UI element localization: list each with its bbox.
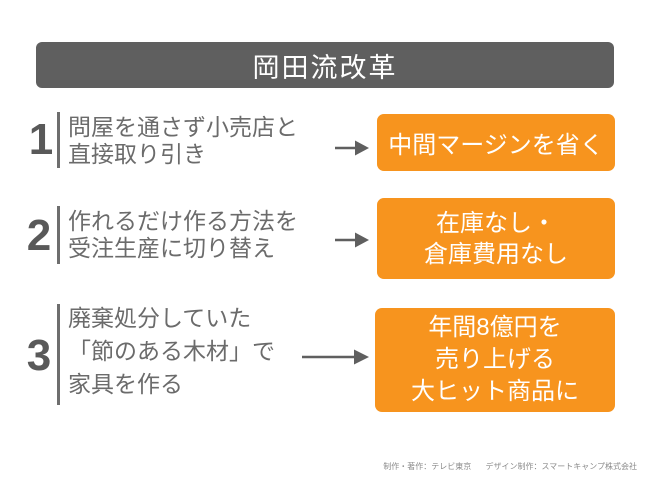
divider-line — [57, 304, 60, 405]
step-number: 1 — [28, 115, 54, 164]
design-credit: デザイン制作：スマートキャンプ株式会社 — [485, 462, 637, 471]
credits-footer: 制作・著作：テレビ東京 デザイン制作：スマートキャンプ株式会社 — [383, 461, 637, 472]
effect-box: 中間マージンを省く — [377, 114, 615, 171]
cause-text: 廃棄処分していた 「節のある木材」で 家具を作る — [68, 302, 275, 401]
cause-line: 受注生産に切り替え — [68, 235, 275, 261]
effect-line: 年間8億円を — [428, 314, 562, 341]
step-number: 3 — [26, 331, 52, 380]
cause-line: 問屋を通さず小売店と — [68, 114, 298, 140]
cause-line: 家具を作る — [68, 371, 183, 397]
effect-line: 中間マージンを省く — [388, 132, 604, 159]
cause-text: 作れるだけ作る方法を 受注生産に切り替え — [68, 208, 298, 262]
arrow-right-icon — [335, 139, 369, 162]
effect-box: 年間8億円を 売り上げる 大ヒット商品に — [375, 308, 615, 412]
effect-line: 在庫なし・ — [436, 209, 556, 237]
cause-line: 「節のある木材」で — [68, 338, 275, 364]
effect-line: 倉庫費用なし — [424, 240, 568, 268]
step-number: 2 — [26, 211, 52, 260]
effect-line: 大ヒット商品に — [411, 378, 579, 405]
production-credit: 制作・著作：テレビ東京 — [383, 462, 472, 471]
cause-line: 作れるだけ作る方法を — [68, 208, 298, 234]
slide-title: 岡田流改革 — [252, 52, 398, 83]
arrow-right-icon — [335, 231, 369, 254]
cause-line: 廃棄処分していた — [68, 305, 252, 331]
divider-line — [57, 112, 60, 168]
title-bar: 岡田流改革 — [36, 42, 614, 88]
arrow-right-icon — [302, 348, 369, 371]
effect-line: 売り上げる — [435, 346, 555, 373]
effect-box: 在庫なし・ 倉庫費用なし — [377, 198, 615, 279]
cause-text: 問屋を通さず小売店と 直接取り引き — [68, 114, 298, 168]
cause-line: 直接取り引き — [68, 141, 206, 167]
divider-line — [57, 206, 60, 264]
